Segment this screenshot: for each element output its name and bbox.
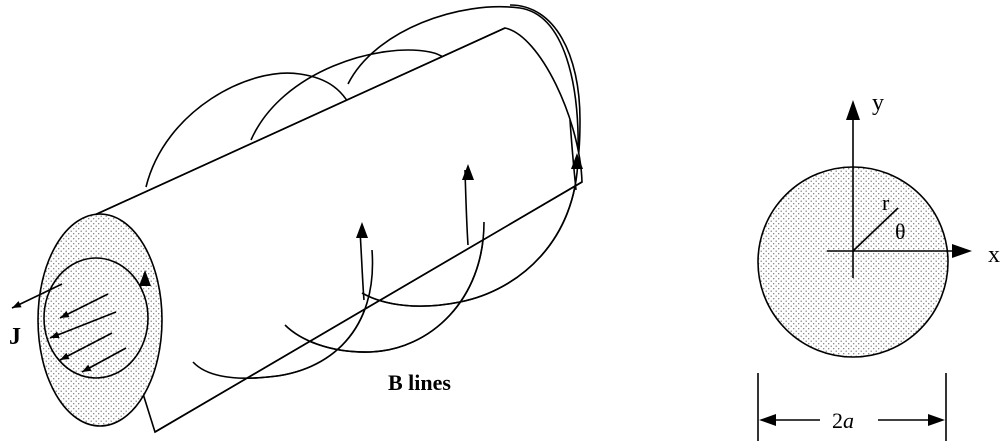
wire-3d-figure bbox=[37, 4, 583, 434]
b-lines-label: B lines bbox=[388, 370, 451, 395]
diameter-symbol: a bbox=[843, 408, 854, 433]
j-arrow-3 bbox=[59, 332, 113, 361]
y-axis-label: y bbox=[872, 90, 884, 116]
b-field-loop-3-front bbox=[361, 157, 579, 307]
b-field-loop-2-front bbox=[284, 221, 485, 353]
current-loop-arrow bbox=[139, 270, 151, 286]
diameter-right-arrowhead bbox=[928, 414, 945, 426]
wire-bottom-edge bbox=[154, 181, 583, 433]
current-loop-circle bbox=[43, 257, 149, 379]
cross-section-figure bbox=[757, 100, 972, 441]
angle-label: θ bbox=[895, 219, 906, 244]
b-field-loop-1-inner bbox=[359, 229, 365, 301]
wire-body bbox=[87, 27, 583, 434]
j-arrow-1 bbox=[59, 293, 109, 319]
wire-cross-section-end bbox=[37, 213, 163, 427]
radius-line bbox=[852, 207, 899, 252]
diameter-label: 2a bbox=[832, 408, 854, 433]
j-arrow-outer bbox=[11, 283, 63, 309]
j-arrow-2 bbox=[49, 311, 117, 339]
b-field-loop-1-front bbox=[192, 249, 374, 380]
current-density-arrows bbox=[11, 283, 127, 373]
diameter-left-arrowhead bbox=[759, 414, 776, 426]
x-axis-arrowhead bbox=[952, 244, 972, 258]
radius-label: r bbox=[882, 190, 890, 215]
b-field-arrows bbox=[139, 153, 583, 286]
b-field-arrow-3 bbox=[571, 153, 583, 169]
b-field-arrow-2 bbox=[462, 164, 474, 180]
diameter-prefix: 2 bbox=[832, 408, 843, 433]
x-axis-label: x bbox=[988, 242, 1000, 268]
b-field-arrow-1 bbox=[356, 222, 368, 238]
current-density-label: J bbox=[9, 324, 21, 350]
j-arrow-4 bbox=[81, 347, 127, 373]
wire-top-edge bbox=[87, 27, 506, 219]
y-axis-arrowhead bbox=[846, 100, 860, 120]
